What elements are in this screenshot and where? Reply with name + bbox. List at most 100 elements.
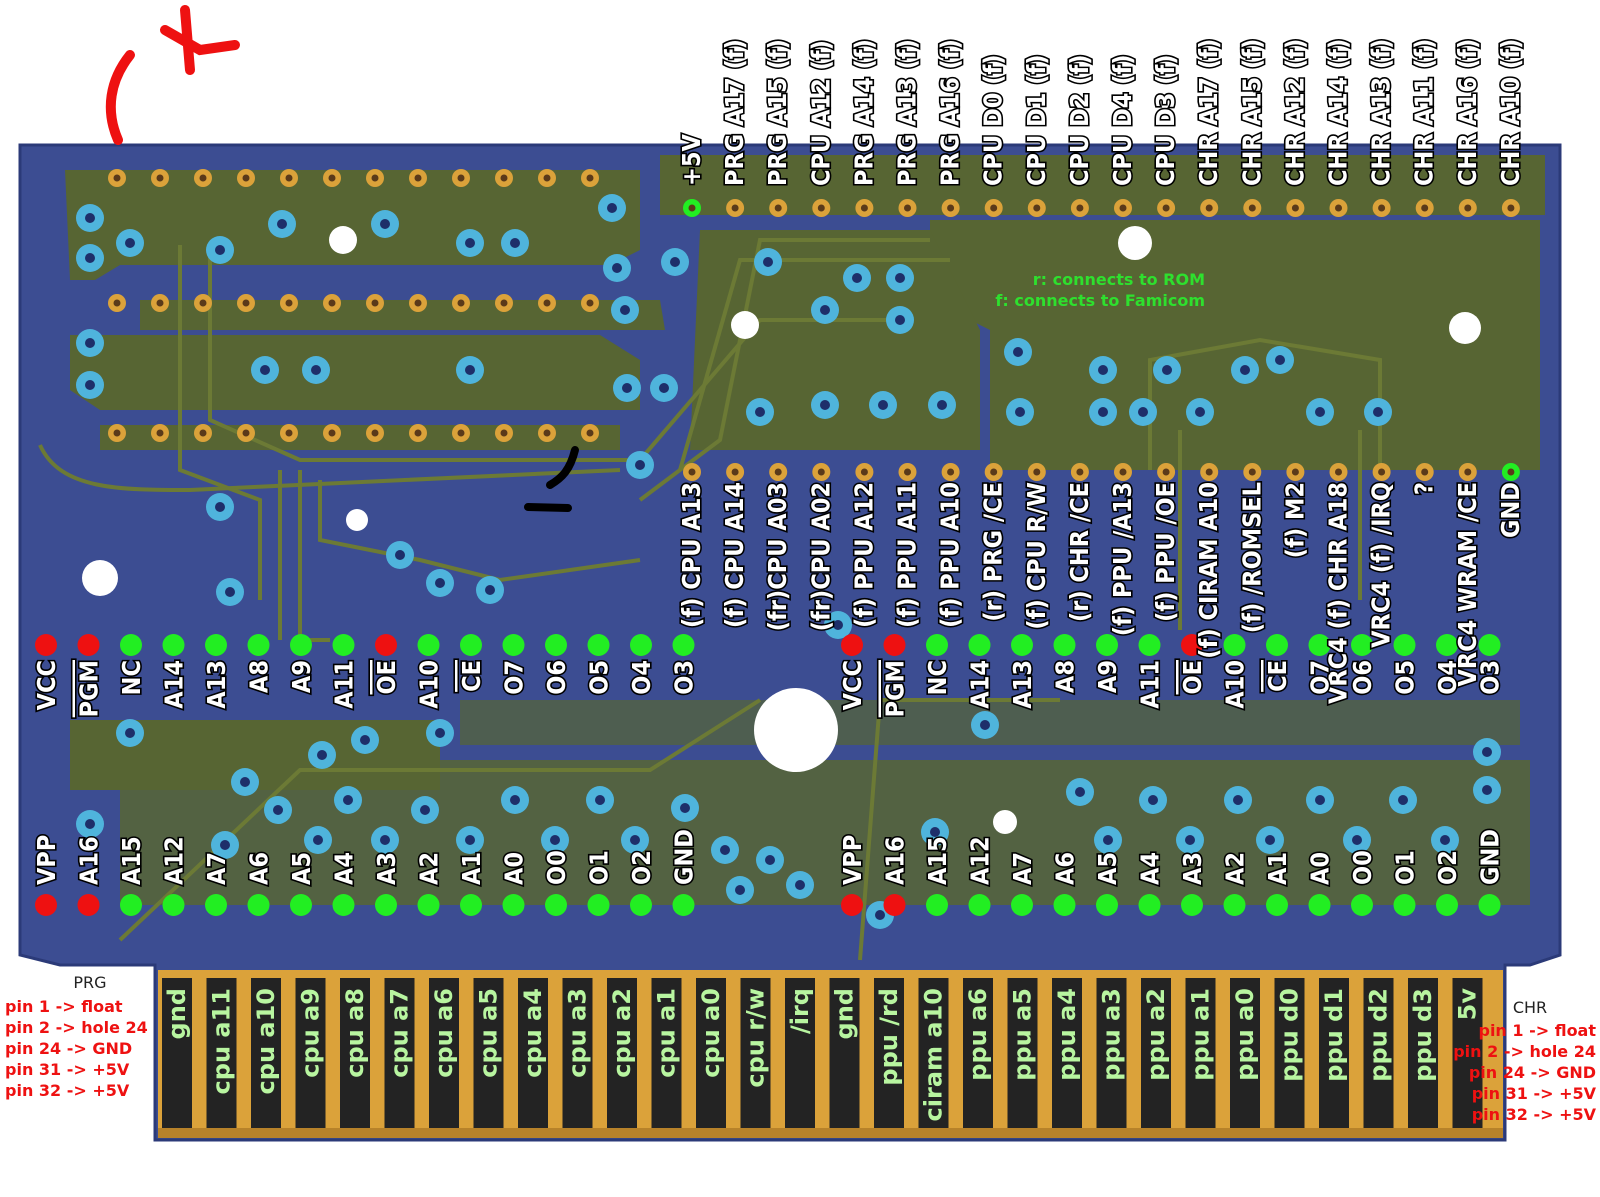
- eprom-pin-label: VPP: [32, 835, 61, 885]
- eprom-pin-label: O1: [1391, 850, 1420, 885]
- via-hole: [240, 777, 250, 787]
- top-header-pad-hole: [947, 204, 955, 212]
- mid-header-label: (f) /ROMSEL: [1237, 482, 1266, 633]
- mid-header-label: VRC4 (f) /IRQ: [1367, 482, 1396, 648]
- unused-pad-rows: [108, 169, 1520, 481]
- via-hole: [1103, 835, 1113, 845]
- via-hole: [795, 880, 805, 890]
- eprom-pad: [1223, 634, 1246, 656]
- via-hole: [1013, 347, 1023, 357]
- top-header-label: CPU D2 (f): [1065, 54, 1094, 186]
- via-hole: [550, 835, 560, 845]
- top-header-label: CHR A14 (f): [1324, 39, 1353, 186]
- mid-header-label: (r) CHR /CE: [1065, 482, 1094, 622]
- eprom-pad: [1308, 634, 1331, 656]
- mid-header-label: (f) CPU A13: [677, 482, 706, 628]
- via-hole: [607, 203, 617, 213]
- mid-header-pad-hole: [1248, 468, 1256, 476]
- eprom-pin-label: CE: [457, 660, 486, 692]
- eprom-pin-label: O1: [585, 850, 614, 885]
- unused-pad-hole: [156, 174, 164, 182]
- eprom-pad: [1266, 894, 1288, 916]
- eprom-pad: [841, 894, 863, 916]
- eprom-pin-label: VCC: [32, 660, 61, 710]
- edge-finger: [785, 978, 815, 1128]
- via-hole: [85, 819, 95, 829]
- eprom-pad: [35, 894, 57, 916]
- eprom-pin-label: A14: [966, 660, 995, 709]
- chr-note-line: pin 1 -> float: [1478, 1021, 1596, 1040]
- eprom-pin-label: A15: [923, 836, 952, 885]
- mid-header-label: (f) PPU A10: [936, 482, 965, 628]
- unused-pad-hole: [242, 174, 250, 182]
- eprom-pin-label: A14: [160, 660, 189, 709]
- eprom-pad: [1053, 894, 1076, 916]
- via-hole: [260, 365, 270, 375]
- eprom-pin-label: O3: [1476, 660, 1505, 695]
- eprom-pad: [1436, 634, 1458, 656]
- edge-finger: [918, 978, 949, 1128]
- eprom-pin-label: PGM: [75, 660, 104, 717]
- chr-note-title: CHR: [1513, 998, 1547, 1017]
- top-header-label: PRG A17 (f): [720, 39, 749, 186]
- via-hole: [420, 805, 430, 815]
- mid-header-label: (f) CIRAM A10: [1194, 482, 1223, 659]
- eprom-pin-label: A11: [330, 660, 359, 709]
- eprom-pin-label: A10: [1221, 660, 1250, 709]
- top-header-label: CHR A15 (f): [1237, 39, 1266, 186]
- eprom-pad: [120, 634, 142, 656]
- eprom-pin-label: A9: [1093, 660, 1122, 693]
- via-hole: [1185, 835, 1195, 845]
- edge-finger-label: ppu a0: [1231, 988, 1259, 1081]
- chr-note-line: pin 32 -> +5V: [1472, 1105, 1597, 1124]
- mid-header-label: (f) PPU A11: [893, 482, 922, 628]
- top-header-label: CPU D3 (f): [1151, 54, 1180, 186]
- top-header-pad-hole: [817, 204, 825, 212]
- top-header-pad-hole: [1162, 204, 1170, 212]
- edge-finger-label: cpu a11: [208, 988, 236, 1094]
- prg-note-title: PRG: [73, 973, 106, 992]
- via-hole: [1275, 355, 1285, 365]
- eprom-pad: [1478, 894, 1501, 916]
- unused-pad-hole: [113, 174, 121, 182]
- unused-pad-hole: [586, 174, 594, 182]
- top-header-label: +5V: [677, 134, 706, 186]
- unused-pad-hole: [285, 299, 293, 307]
- unused-pad-hole: [543, 299, 551, 307]
- eprom-pin-label: O4: [1433, 660, 1462, 695]
- eprom-pad: [247, 894, 270, 916]
- via-hole: [1352, 835, 1362, 845]
- unused-pad-hole: [156, 299, 164, 307]
- mid-header-pad-hole: [817, 468, 825, 476]
- edge-finger-label: cpu a4: [519, 988, 547, 1078]
- top-header-label: PRG A15 (f): [763, 39, 792, 186]
- eprom-pad: [1053, 634, 1076, 656]
- via-hole: [1373, 407, 1383, 417]
- eprom-pad: [1436, 894, 1458, 916]
- eprom-pin-label: A9: [287, 660, 316, 693]
- unused-pad-hole: [500, 299, 508, 307]
- mid-header-pad-hole: [1033, 468, 1041, 476]
- eprom-pin-pads: [35, 634, 1501, 916]
- eprom-pad: [77, 634, 100, 656]
- edge-finger-label: cpu a2: [608, 988, 636, 1078]
- mid-header-pad-hole: [904, 468, 911, 476]
- top-header-pad-hole: [1076, 204, 1084, 212]
- eprom-pin-label: NC: [923, 660, 952, 695]
- edge-finger-label: cpu a1: [653, 988, 681, 1078]
- top-header-pad-hole: [904, 204, 911, 212]
- eprom-pad: [883, 894, 906, 916]
- via-hole: [1162, 365, 1172, 375]
- via-hole: [930, 827, 940, 837]
- top-header-label: CPU A12 (f): [806, 40, 835, 186]
- eprom-pad: [1266, 634, 1288, 656]
- eprom-pad: [1096, 894, 1118, 916]
- eprom-pin-label: A7: [1008, 852, 1037, 885]
- via-hole: [1398, 795, 1408, 805]
- eprom-pin-label: GND: [1476, 829, 1505, 885]
- eprom-pin-label: O7: [1306, 660, 1335, 695]
- eprom-pad: [247, 634, 270, 656]
- top-header-label: CHR A17 (f): [1194, 39, 1223, 186]
- mid-header-pad-hole: [1378, 468, 1386, 476]
